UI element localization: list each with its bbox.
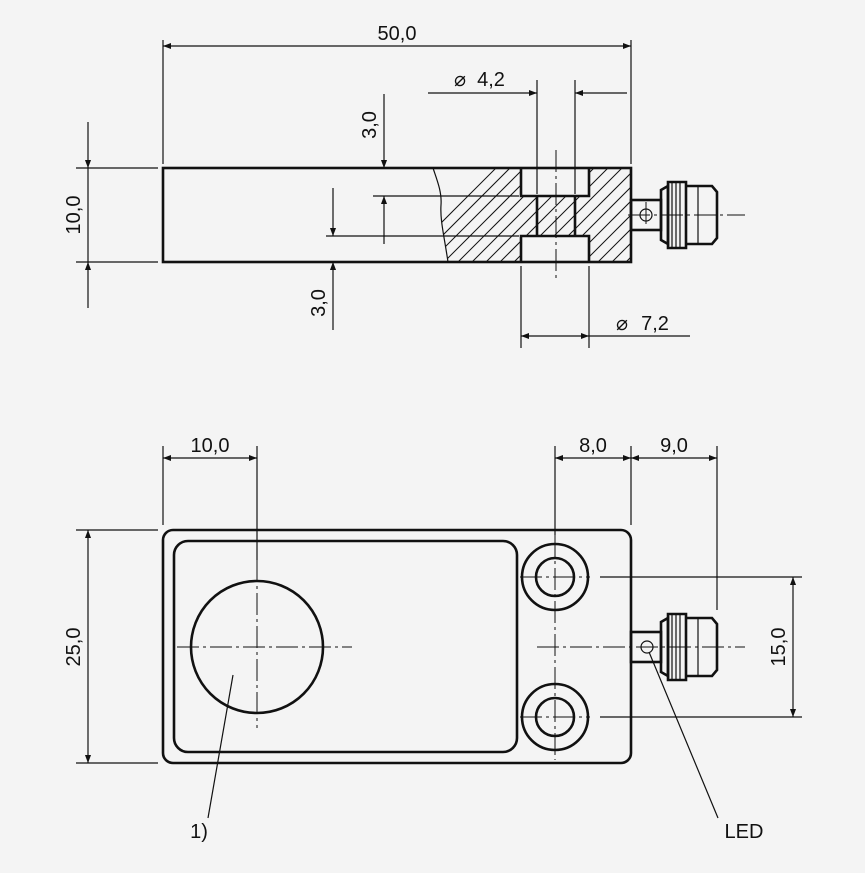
dim-bore-diameter-symbol: ⌀ <box>454 69 466 91</box>
counterbore-outline <box>519 168 591 262</box>
dim-sensing-center-offset: 10,0 <box>191 435 230 457</box>
dim-counterbore-diameter: 7,2 <box>641 313 669 335</box>
note-1-label: 1) <box>190 821 208 843</box>
dim-counterbore-diameter-symbol: ⌀ <box>616 313 628 335</box>
dim-length-total: 50,0 <box>378 23 417 45</box>
dim-counterbore-depth-bottom: 3,0 <box>308 289 330 317</box>
led-label: LED <box>725 821 764 843</box>
dim-counterbore-depth-top: 3,0 <box>359 111 381 139</box>
side-view: 50,0 ⌀ 4,2 ⌀ 7,2 10,0 3,0 3,0 <box>63 23 745 348</box>
connector-side <box>628 180 745 250</box>
dim-hole-spacing: 15,0 <box>768 628 790 667</box>
dim-height: 10,0 <box>63 196 85 235</box>
led-leader <box>648 651 719 819</box>
dim-connector-length: 9,0 <box>660 435 688 457</box>
note-1-leader <box>207 674 234 819</box>
top-view: 10,0 8,0 9,0 25,0 15,0 1) LED <box>63 435 802 843</box>
housing-top-outline <box>161 528 633 765</box>
dim-bore-diameter: 4,2 <box>477 69 505 91</box>
sensing-area-recess <box>172 539 519 754</box>
dim-hole-offset: 8,0 <box>579 435 607 457</box>
dim-width: 25,0 <box>63 628 85 667</box>
